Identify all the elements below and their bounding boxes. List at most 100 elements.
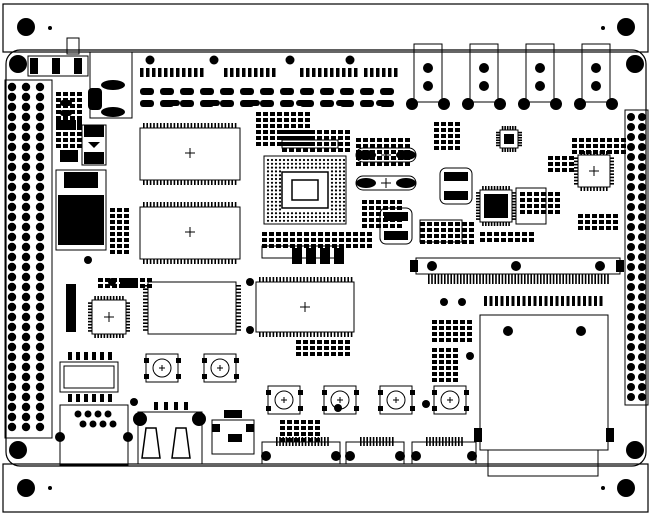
- bottom-connector-pin: [298, 437, 300, 446]
- chip-pin: [197, 180, 199, 185]
- chip-pin: [214, 259, 216, 264]
- smd-pad: [280, 432, 285, 436]
- smd-chip-outline: [419, 219, 463, 243]
- capacitor-pad: [280, 88, 294, 95]
- header-pin: [21, 192, 31, 202]
- bga-ball: [278, 196, 282, 200]
- button-pad: [432, 390, 437, 395]
- header-pin: [7, 122, 17, 132]
- smd-pad: [446, 366, 451, 370]
- button-pad: [202, 374, 207, 379]
- resistor-array-pad: [176, 68, 180, 77]
- smd-pad: [434, 228, 439, 232]
- qfp-pin: [476, 203, 480, 206]
- header-pin: [638, 303, 646, 311]
- smd-pad: [124, 208, 129, 212]
- smd-pad: [298, 112, 303, 116]
- audio-jack-mount: [606, 98, 618, 110]
- chip-pin: [156, 180, 159, 185]
- smd-pad: [467, 332, 472, 336]
- button-cross: [281, 397, 287, 403]
- chip-pin: [163, 123, 165, 128]
- chip-pin: [183, 259, 186, 264]
- button-cap: [210, 358, 230, 378]
- header-pin: [638, 133, 646, 141]
- smd-pad: [439, 320, 444, 324]
- header-pin: [7, 102, 17, 112]
- header-pin: [627, 273, 635, 281]
- chip-pin: [272, 332, 275, 337]
- resistor-array-pad: [300, 68, 304, 77]
- qfp-cross: [104, 312, 114, 322]
- smd-pad: [346, 244, 351, 248]
- button-pad: [176, 374, 181, 379]
- smd-pad: [369, 212, 374, 216]
- bga-ball: [330, 170, 334, 173]
- regulator-fill: [58, 195, 104, 245]
- bga-ball: [318, 166, 322, 169]
- smd-pad: [362, 212, 367, 216]
- header-pin: [638, 313, 646, 321]
- smd-pad: [294, 432, 299, 436]
- chip-pin: [236, 305, 241, 307]
- mid-connector-pin: [591, 274, 593, 284]
- bga-ball: [274, 181, 278, 184]
- mid-connector-pin: [431, 274, 433, 284]
- smd-pad: [453, 332, 458, 336]
- bga-ball: [302, 166, 306, 169]
- chip-pin: [228, 259, 230, 264]
- smd-pad: [77, 144, 82, 148]
- qfp-pin: [112, 334, 115, 338]
- mid-connector-pin: [498, 274, 500, 284]
- bga-ball: [274, 204, 278, 207]
- bga-ball: [330, 177, 334, 181]
- bga-ball: [338, 208, 342, 211]
- capacitor-pad: [340, 88, 354, 95]
- header-pin: [35, 142, 45, 152]
- resistor-array-pad: [146, 68, 150, 77]
- header-pin: [638, 283, 646, 291]
- smd-pad: [548, 198, 553, 202]
- mid-connector-pin: [540, 274, 542, 284]
- smd-pad: [110, 238, 115, 242]
- smd-pad: [585, 220, 590, 224]
- mid-connector-pin: [597, 274, 600, 284]
- sdram-chip-2: [139, 202, 241, 264]
- smd-pad: [541, 198, 546, 202]
- smd-pad: [520, 198, 525, 202]
- bga-ball: [326, 158, 330, 162]
- bga-ball: [274, 215, 278, 219]
- capacitor-pad: [360, 88, 374, 95]
- spi-pin: [100, 394, 104, 402]
- smd-pad: [56, 144, 61, 148]
- chip-pin: [310, 277, 312, 282]
- smd-pad: [434, 140, 439, 144]
- bga-ball: [294, 212, 298, 215]
- smd-pad: [397, 224, 402, 228]
- bga-ball: [330, 158, 334, 162]
- bga-inner-2: [291, 179, 319, 201]
- chip-pin: [143, 180, 145, 185]
- qfp-pin: [606, 151, 608, 155]
- sd-pin: [544, 296, 548, 306]
- smd-chip-outline: [515, 187, 547, 225]
- button-cross: [217, 365, 223, 371]
- usb-a-slot-r: [171, 427, 191, 459]
- smd-pad: [345, 346, 350, 350]
- bga-ball: [278, 181, 282, 184]
- bga-ball: [338, 204, 342, 207]
- smd-pad: [63, 138, 68, 142]
- bga-ball: [266, 196, 270, 200]
- smd-pad: [353, 244, 358, 248]
- bga-ball: [270, 162, 274, 165]
- mid-connector-pin: [437, 274, 440, 284]
- header-pin: [21, 112, 31, 122]
- bga-ball: [330, 196, 334, 200]
- resistor-array-pad: [164, 68, 168, 77]
- smd-pad: [303, 340, 308, 344]
- smd-pad: [377, 162, 382, 166]
- qfp-pin: [496, 186, 499, 190]
- bga-ball: [338, 200, 342, 203]
- bga-ball: [322, 212, 326, 215]
- smd-pad: [338, 130, 343, 134]
